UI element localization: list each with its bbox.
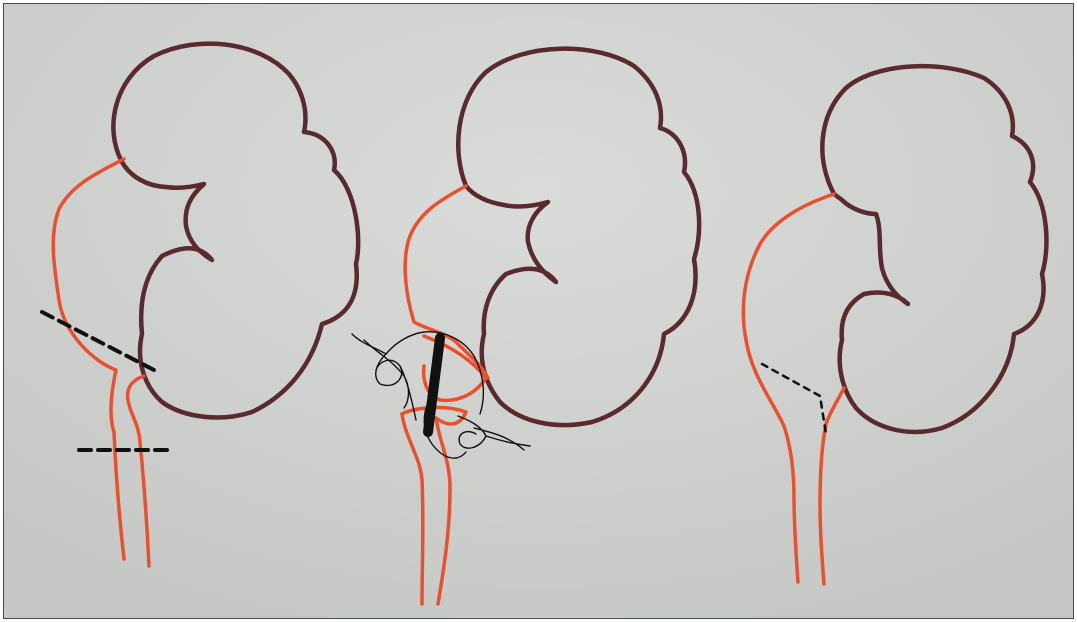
ureter-2-right: [436, 418, 450, 604]
suture-thread-2c: [458, 416, 530, 450]
kidney-outline-2: [458, 49, 699, 425]
surgical-diagram: [4, 4, 1073, 618]
renal-pelvis-1: [53, 159, 124, 559]
panel-1-incision-lines: [42, 44, 358, 566]
kidney-outline-3: [822, 66, 1046, 432]
kidney-outline-1: [113, 44, 358, 418]
renal-pelvis-1-inner: [128, 376, 149, 566]
suture-line-3: [762, 364, 826, 434]
figure-frame: [3, 3, 1074, 619]
panel-3-completed-repair: [743, 66, 1046, 584]
panel-2-anastomosis: [352, 49, 699, 604]
renal-pelvis-2: [405, 186, 488, 378]
suture-thread-2b: [364, 340, 416, 420]
suture-thread-2a: [352, 332, 483, 414]
ureter-2-left: [402, 414, 423, 604]
